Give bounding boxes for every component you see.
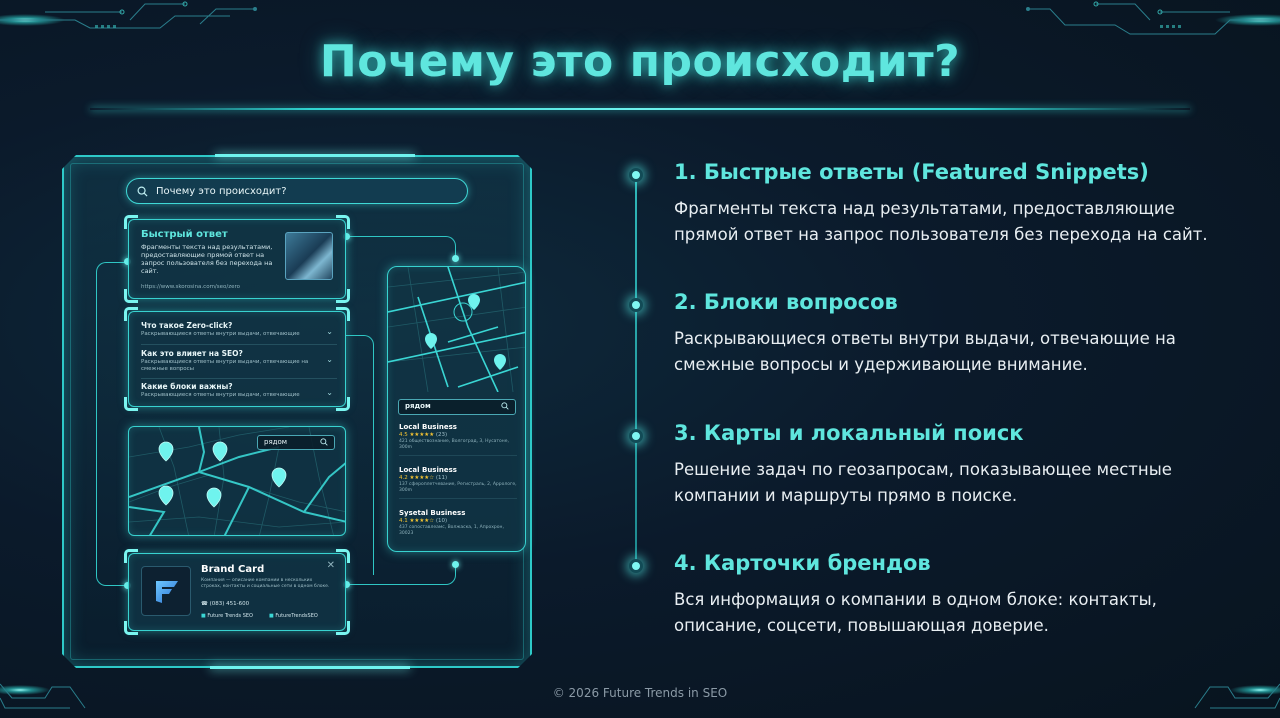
mobile-search-value: рядом [405,402,431,410]
timeline-dot-icon [629,168,643,182]
faq-item[interactable]: Что такое Zero-click? Раскрывающиеся отв… [141,321,337,345]
circuit-decoration-bottom-left [0,683,86,709]
point-title: 2. Блоки вопросов [674,290,898,314]
facebook-icon: ■ [201,613,208,619]
timeline-line [635,175,637,565]
faq-answer: Раскрывающиеся ответы внутри выдачи, отв… [141,331,300,337]
snippet-url[interactable]: https://www.skorosina.com/seo/zero [141,284,241,290]
brand-social-facebook[interactable]: ■ Future Trends SEO [201,613,253,619]
timeline-dot-icon [629,429,643,443]
point-description: Фрагменты текста над результатами, предо… [674,199,1208,244]
connector-dot [452,561,459,568]
chevron-down-icon[interactable]: ⌄ [326,388,333,397]
snippet-title: Быстрый ответ [141,229,228,240]
map-search-input[interactable]: рядом [257,435,335,450]
faq-question: Как это влияет на SEO? [141,349,243,358]
connector-line [346,335,374,575]
point-title: 1. Быстрые ответы (Featured Snippets) [674,160,1149,184]
star-icon: ★★★★★ [409,432,435,438]
map-graphic [129,427,345,535]
image-thumbnail-icon [285,232,333,280]
brand-logo-icon [156,581,178,603]
business-address: 421 обществознание, Волгоград, 3, Нусато… [399,439,509,450]
map-pin-icon [425,294,506,370]
connector-dot [343,581,350,588]
business-address: 437 сопоставлеамс, Волжаска, 1, Апрохрон… [399,525,504,536]
faq-block-card: Что такое Zero-click? Раскрывающиеся отв… [124,307,350,411]
faq-answer: Раскрывающиеся ответы внутри выдачи, отв… [141,392,300,398]
search-icon [137,186,148,197]
frame-glow-bottom [210,666,410,669]
featured-snippet-card[interactable]: Быстрый ответ Фрагменты текста над резул… [124,215,350,303]
connector-dot [343,233,350,240]
brand-description: Компания — описание компании в нескольки… [201,578,330,589]
slide-title: Почему это происходит? [319,36,961,87]
faq-item[interactable]: Какие блоки важны? Раскрывающиеся ответы… [141,382,337,404]
business-name: Local Business [399,423,457,431]
connector-line [346,236,456,258]
brand-name: Brand Card [201,564,265,575]
local-result-item[interactable]: Local Business 4.2 ★★★★☆ (11) 137 сфероп… [399,466,517,499]
brand-phone[interactable]: ☎ (083) 451-600 [201,601,250,607]
faq-question: Что такое Zero-click? [141,321,233,330]
search-query: Почему это происходит? [156,185,287,197]
business-name: Local Business [399,466,457,474]
illustration-search-bar[interactable]: Почему это происходит? [126,178,468,204]
phone-icon: ☎ [201,601,210,607]
point-description: Раскрывающиеся ответы внутри выдачи, отв… [674,329,1176,374]
point-title: 3. Карты и локальный поиск [674,421,1024,445]
frame-glow-top [215,154,415,157]
business-name: Sysetal Business [399,509,466,517]
connector-dot [452,255,459,262]
local-result-item[interactable]: Sysetal Business 4.1 ★★★★☆ (10) 437 сопо… [399,509,517,541]
connector-line [346,565,456,585]
point-description: Вся информация о компании в одном блоке:… [674,590,1157,635]
faq-item[interactable]: Как это влияет на SEO? Раскрывающиеся от… [141,349,337,379]
star-icon: ★★★★☆ [409,475,435,481]
star-icon: ★★★★☆ [409,518,435,524]
search-icon [320,438,328,446]
connector-line [96,262,128,586]
brand-card[interactable]: Brand Card Компания — описание компании … [124,549,350,635]
snippet-text: Фрагменты текста над результатами, предо… [141,243,273,275]
circuit-decoration-top-right [1026,1,1280,35]
local-result-item[interactable]: Local Business 4.5 ★★★★★ (23) 421 общест… [399,423,517,456]
point-title: 4. Карточки брендов [674,551,931,575]
map-search-value: рядом [264,438,288,446]
search-icon [501,402,509,410]
chevron-down-icon[interactable]: ⌄ [326,327,333,336]
local-map-card[interactable]: рядом [128,426,346,536]
business-address: 137 сфероплетчевание, Регистраль, 2, Арр… [399,482,517,493]
mobile-map-graphic [388,267,525,392]
close-icon[interactable]: ✕ [326,560,335,571]
business-rating: 4.1 ★★★★☆ (10) [399,518,448,524]
timeline-dot-icon [629,298,643,312]
faq-question: Какие блоки важны? [141,382,233,391]
connector-dot [124,582,131,589]
mobile-local-results-card[interactable]: рядом Local Business 4.5 ★★★★★ (23) 421 … [387,266,526,552]
circuit-decoration-top-left [0,1,257,29]
mobile-search-input[interactable]: рядом [398,399,516,415]
business-rating: 4.5 ★★★★★ (23) [399,432,448,438]
brand-social-2[interactable]: ■ FutureTrendsSEO [269,613,318,619]
faq-answer: Раскрывающиеся ответы внутри выдачи, отв… [141,359,309,372]
title-divider [90,108,1190,110]
social-icon: ■ [269,613,276,619]
business-rating: 4.2 ★★★★☆ (11) [399,475,448,481]
circuit-decoration-bottom-right [1194,683,1280,709]
footer-copyright: © 2026 Future Trends in SEO [552,686,728,700]
connector-dot [124,258,131,265]
chevron-down-icon[interactable]: ⌄ [326,355,333,364]
brand-logo [141,566,191,616]
point-description: Решение задач по геозапросам, показывающ… [674,460,1172,505]
map-pin-icon [158,441,287,508]
timeline-dot-icon [629,559,643,573]
